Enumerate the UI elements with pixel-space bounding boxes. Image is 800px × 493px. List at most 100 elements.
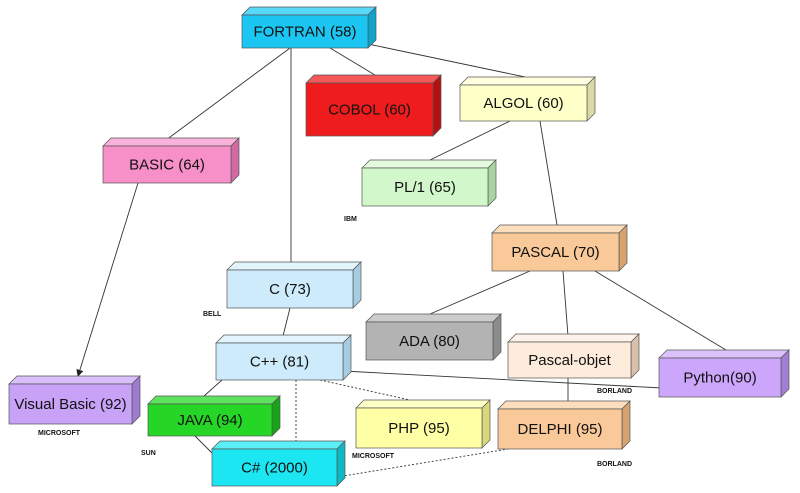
node-top-face <box>507 333 640 343</box>
node-side-face <box>432 74 442 137</box>
edges-layer <box>76 43 727 478</box>
node-side-face <box>492 313 502 361</box>
node-label: C++ (81) <box>250 354 309 371</box>
node-label: BASIC (64) <box>129 157 205 174</box>
node-ada[interactable]: ADA (80) <box>365 313 502 361</box>
node-delphi[interactable]: DELPHI (95) <box>497 400 631 450</box>
node-label: Visual Basic (92) <box>14 396 126 413</box>
node-label: PL/1 (65) <box>394 179 456 196</box>
node-front-face <box>241 14 369 49</box>
node-label: COBOL (60) <box>328 102 411 119</box>
node-cpp[interactable]: C++ (81) <box>215 334 352 381</box>
node-front-face <box>226 269 354 309</box>
node-label: JAVA (94) <box>177 412 242 429</box>
edge-algol-pascal <box>539 120 558 226</box>
node-front-face <box>147 403 273 437</box>
node-top-face <box>658 349 790 359</box>
node-python[interactable]: Python(90) <box>658 349 790 398</box>
node-pascal[interactable]: PASCAL (70) <box>491 224 628 272</box>
node-front-face <box>102 145 232 184</box>
company-tag-bell: BELL <box>203 311 222 318</box>
node-top-face <box>355 399 491 409</box>
node-side-face <box>618 224 628 272</box>
node-label: FORTRAN (58) <box>253 24 356 41</box>
node-front-face <box>305 82 434 137</box>
edge-basic-vb <box>76 182 139 377</box>
company-tag-borland2: BORLAND <box>597 461 632 468</box>
node-front-face <box>211 448 338 487</box>
node-label: DELPHI (95) <box>517 421 602 438</box>
edge-fortran-algol <box>367 43 526 78</box>
node-front-face <box>215 342 344 381</box>
node-pl1[interactable]: PL/1 (65) <box>361 159 497 207</box>
node-side-face <box>481 399 491 449</box>
node-side-face <box>586 76 596 122</box>
node-fortran[interactable]: FORTRAN (58) <box>241 6 377 49</box>
node-label: Pascal-objet <box>528 352 611 369</box>
node-front-face <box>361 167 489 207</box>
node-front-face <box>497 408 623 450</box>
node-csharp[interactable]: C# (2000) <box>211 440 346 487</box>
node-cobol[interactable]: COBOL (60) <box>305 74 442 137</box>
node-top-face <box>365 313 502 323</box>
node-top-face <box>215 334 352 344</box>
node-top-face <box>211 440 346 450</box>
node-top-face <box>459 76 596 86</box>
node-side-face <box>336 440 346 487</box>
node-front-face <box>365 321 494 361</box>
node-label: Python(90) <box>683 370 756 387</box>
node-side-face <box>230 137 240 184</box>
node-c[interactable]: C (73) <box>226 261 362 309</box>
node-basic[interactable]: BASIC (64) <box>102 137 240 184</box>
node-label: ALGOL (60) <box>483 95 563 112</box>
node-side-face <box>780 349 790 398</box>
node-php[interactable]: PHP (95) <box>355 399 491 449</box>
edge-fortran-cobol <box>329 47 376 76</box>
node-top-face <box>226 261 362 271</box>
node-side-face <box>487 159 497 207</box>
node-side-face <box>630 333 640 379</box>
node-label: PHP (95) <box>388 420 449 437</box>
edge-cpp-php <box>319 379 411 401</box>
company-tag-borland1: BORLAND <box>597 388 632 395</box>
edge-delphi-csharp <box>336 448 509 478</box>
company-tag-ms2: MICROSOFT <box>352 453 395 460</box>
node-front-face <box>507 341 632 379</box>
node-label: PASCAL (70) <box>511 244 599 261</box>
node-side-face <box>352 261 362 309</box>
edge-pascal-python <box>594 270 727 351</box>
tags-layer: IBM BELL BORLAND BORLAND MICROSOFT MICROSOFT S… <box>38 216 632 468</box>
nodes-layer: FORTRAN (58) COBOL (60) ALGOL (60) BASIC (6… <box>8 6 790 487</box>
node-front-face <box>355 407 483 449</box>
node-algol[interactable]: ALGOL (60) <box>459 76 596 122</box>
edge-cpp-java <box>203 379 223 397</box>
node-top-face <box>497 400 631 410</box>
node-top-face <box>361 159 497 169</box>
company-tag-ms1: MICROSOFT <box>38 430 81 437</box>
node-side-face <box>621 400 631 450</box>
node-front-face <box>491 232 620 272</box>
node-label: C (73) <box>269 281 311 298</box>
node-top-face <box>102 137 240 147</box>
node-label: C# (2000) <box>241 460 308 477</box>
edge-algol-pl1 <box>429 120 511 161</box>
company-tag-ibm: IBM <box>344 216 357 223</box>
node-java[interactable]: JAVA (94) <box>147 395 281 437</box>
node-side-face <box>342 334 352 381</box>
node-front-face <box>459 84 588 122</box>
node-pascalobjet[interactable]: Pascal-objet <box>507 333 640 379</box>
edge-pascal-pascalobjet <box>562 270 569 337</box>
edge-pascal-ada <box>429 270 531 315</box>
company-tag-sun: SUN <box>141 450 156 457</box>
node-top-face <box>305 74 442 84</box>
node-side-face <box>131 375 141 425</box>
node-top-face <box>491 224 628 234</box>
node-vb[interactable]: Visual Basic (92) <box>8 375 141 425</box>
edge-java-csharp <box>194 435 215 456</box>
node-top-face <box>8 375 141 385</box>
node-label: ADA (80) <box>399 333 460 350</box>
edge-cpp-python <box>342 370 663 389</box>
edge-fortran-basic <box>157 47 291 147</box>
